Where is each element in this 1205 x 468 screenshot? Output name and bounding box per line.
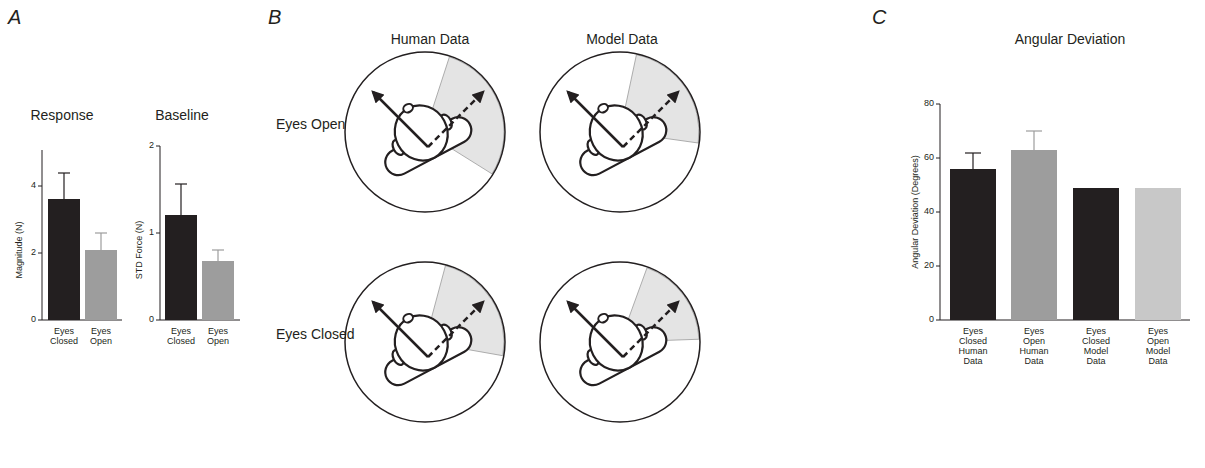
tick-label: 2 (31, 248, 36, 258)
tick-label: 1 (149, 228, 154, 238)
tick-label: 80 (924, 99, 934, 109)
column-title: Human Data (391, 32, 470, 47)
angular-deviation-chart (936, 104, 1190, 320)
tick-label: 2 (149, 141, 154, 151)
head-diagrams (345, 52, 700, 422)
chart-title: Response (30, 108, 93, 123)
axis-title: Magnitude (N) (15, 221, 25, 278)
tick-label: 0 (31, 315, 36, 325)
category-label: Eyes Open (83, 327, 119, 347)
axis-title: STD Force (N) (135, 221, 145, 280)
category-label: Eyes Open Model Data (1138, 327, 1178, 367)
category-label: Eyes Closed (163, 327, 199, 347)
panel-letter: A (8, 6, 21, 28)
chart-title: Angular Deviation (1015, 32, 1126, 47)
deviation-wedges (425, 55, 699, 356)
response-chart (38, 150, 122, 320)
tick-label: 60 (924, 153, 934, 163)
category-label: Eyes Open Human Data (1014, 327, 1054, 367)
tick-label: 0 (929, 315, 934, 325)
row-label: Eyes Open (276, 117, 345, 132)
tick-label: 0 (149, 315, 154, 325)
chart-title: Baseline (155, 108, 209, 123)
axis-title: Angular Deviation (Degrees) (911, 155, 921, 269)
panel-letter: B (268, 6, 281, 28)
row-label: Eyes Closed (276, 327, 355, 342)
tick-label: 40 (924, 207, 934, 217)
category-label: Eyes Closed Human Data (953, 327, 993, 367)
category-label: Eyes Closed Model Data (1076, 327, 1116, 367)
category-label: Eyes Open (200, 327, 236, 347)
category-label: Eyes Closed (46, 327, 82, 347)
column-title: Model Data (586, 32, 658, 47)
panel-letter: C (872, 6, 886, 28)
tick-label: 20 (924, 261, 934, 271)
baseline-chart (156, 146, 240, 320)
tick-label: 4 (31, 181, 36, 191)
